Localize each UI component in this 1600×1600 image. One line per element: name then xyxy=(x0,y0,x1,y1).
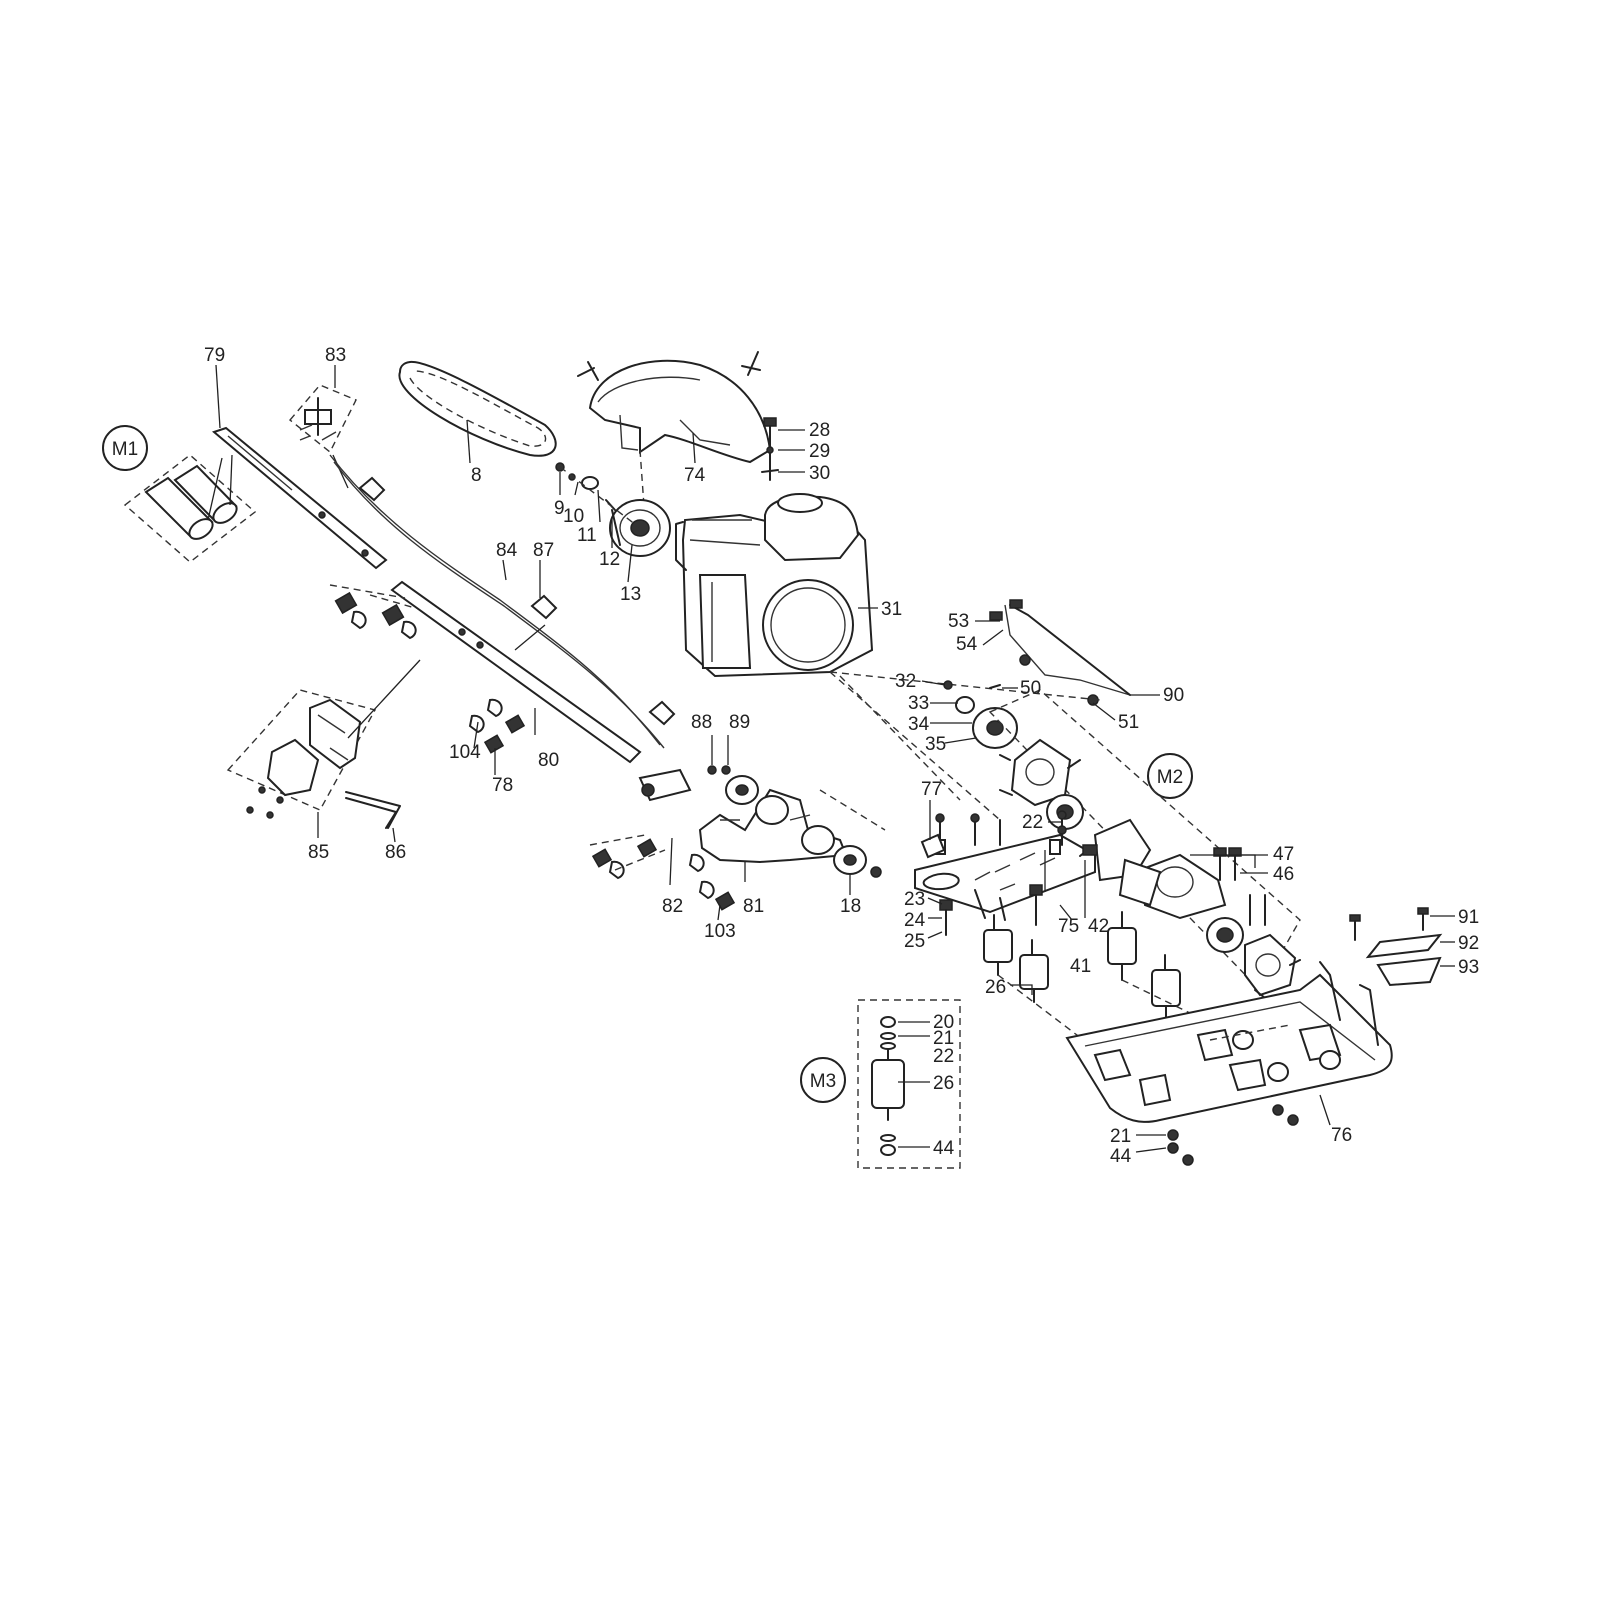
part-labels: 79 83 8 74 28 29 30 9 10 11 12 13 31 84 … xyxy=(204,345,1479,1167)
label-25: 25 xyxy=(904,931,925,952)
label-24: 24 xyxy=(904,910,926,931)
plate-fasteners xyxy=(920,800,1098,939)
label-41: 41 xyxy=(1070,956,1091,977)
label-88: 88 xyxy=(691,712,712,733)
label-91: 91 xyxy=(1458,907,1479,928)
label-20: 20 xyxy=(933,1012,954,1033)
belt-guard-74 xyxy=(577,351,772,521)
label-33: 33 xyxy=(908,693,929,714)
label-23: 23 xyxy=(904,889,925,910)
label-13: 13 xyxy=(620,584,641,605)
nut-washer-88-89 xyxy=(707,735,731,775)
label-44b: 44 xyxy=(1110,1146,1132,1167)
label-12: 12 xyxy=(599,549,620,570)
shock-mount xyxy=(1151,954,1181,1023)
label-11: 11 xyxy=(577,525,597,546)
grip-right xyxy=(173,464,238,524)
label-76: 76 xyxy=(1331,1125,1352,1146)
label-84: 84 xyxy=(496,540,518,561)
throttle-linkage-90 xyxy=(829,599,1160,721)
label-104: 104 xyxy=(449,742,481,763)
label-32: 32 xyxy=(895,671,916,692)
base-nuts-21-44 xyxy=(1135,1129,1194,1166)
label-46: 46 xyxy=(1273,864,1294,885)
callout-m2: M2 xyxy=(1157,767,1183,788)
shock-mount xyxy=(1107,911,1137,981)
label-34: 34 xyxy=(908,714,930,735)
shock-mount-kit-m3: M3 xyxy=(800,999,961,1169)
label-87: 87 xyxy=(533,540,554,561)
callout-circle-m1 xyxy=(102,425,148,471)
callout-circle-m2 xyxy=(1147,753,1193,799)
label-26b: 26 xyxy=(933,1073,954,1094)
label-90: 90 xyxy=(1163,685,1184,706)
label-8: 8 xyxy=(471,465,482,486)
label-80: 80 xyxy=(538,750,559,771)
callout-m1: M1 xyxy=(112,439,138,460)
label-89: 89 xyxy=(729,712,750,733)
control-cable-84 xyxy=(329,454,665,749)
label-93: 93 xyxy=(1458,957,1479,978)
grip-left xyxy=(144,476,214,540)
label-9: 9 xyxy=(554,498,565,519)
throttle-lever-83 xyxy=(288,365,357,489)
label-51: 51 xyxy=(1118,712,1139,733)
label-42: 42 xyxy=(1088,916,1109,937)
callout-m3: M3 xyxy=(810,1071,836,1092)
label-26a: 26 xyxy=(985,977,1006,998)
rubber-bushing-18 xyxy=(725,775,882,895)
label-35: 35 xyxy=(925,734,946,755)
label-50: 50 xyxy=(1020,678,1041,699)
label-75: 75 xyxy=(1058,916,1079,937)
label-81: 81 xyxy=(743,896,764,917)
label-78: 78 xyxy=(492,775,513,796)
bolt-28-30 xyxy=(761,417,805,481)
label-47: 47 xyxy=(1273,844,1294,865)
label-22a: 22 xyxy=(1022,812,1043,833)
callout-circle-m3 xyxy=(800,1057,846,1103)
label-92: 92 xyxy=(1458,933,1479,954)
label-77: 77 xyxy=(921,779,942,800)
clutch-pulley-group xyxy=(829,671,1018,821)
label-53: 53 xyxy=(948,611,969,632)
lower-handle-80 xyxy=(329,580,642,764)
label-29: 29 xyxy=(809,441,830,462)
label-83: 83 xyxy=(325,345,346,366)
control-box-85 xyxy=(226,659,421,838)
label-18: 18 xyxy=(840,896,861,917)
hex-key-86 xyxy=(345,791,401,843)
label-31: 31 xyxy=(881,599,902,620)
engine-31 xyxy=(675,493,878,678)
handle-bolts-left xyxy=(334,591,526,775)
label-21b: 21 xyxy=(1110,1126,1131,1147)
shock-mounts-26 xyxy=(983,911,1226,1046)
label-22b: 22 xyxy=(933,1046,954,1067)
label-86: 86 xyxy=(385,842,406,863)
label-28: 28 xyxy=(809,420,830,441)
label-85: 85 xyxy=(308,842,329,863)
shock-mount xyxy=(983,914,1013,976)
label-21a: 21 xyxy=(933,1028,954,1049)
shock-mount xyxy=(1019,939,1049,1003)
pulley-group xyxy=(555,462,671,583)
label-10: 10 xyxy=(563,506,584,527)
label-54: 54 xyxy=(956,634,978,655)
label-74: 74 xyxy=(684,465,706,486)
label-82: 82 xyxy=(662,896,683,917)
label-44a: 44 xyxy=(933,1138,955,1159)
cable-clip-group-87 xyxy=(358,476,676,726)
drive-belt-8 xyxy=(398,360,557,464)
label-79: 79 xyxy=(204,345,225,366)
base-plate-76 xyxy=(1065,961,1393,1126)
exciter-m2: M2 xyxy=(988,689,1301,999)
grip-set-m1: M1 xyxy=(102,425,257,563)
label-30: 30 xyxy=(809,463,830,484)
grip-plate-91-93 xyxy=(1349,907,1455,987)
label-103: 103 xyxy=(704,921,736,942)
top-plate-75 xyxy=(914,810,1096,921)
bracket-82 xyxy=(589,768,736,921)
upper-handle-79 xyxy=(207,364,388,570)
